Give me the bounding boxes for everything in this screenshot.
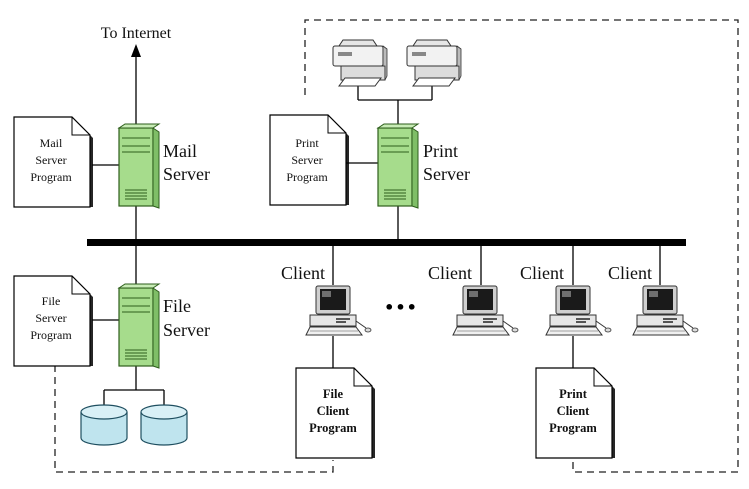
doc-line: Program — [309, 421, 357, 435]
network-bus — [87, 239, 686, 246]
client-3-label: Client — [520, 263, 564, 283]
file-server-label: File — [163, 296, 191, 316]
disk-2 — [140, 404, 188, 446]
desktop-computer-icon — [545, 285, 612, 336]
desktop-computer-icon — [632, 285, 699, 336]
file-server-label-2: Server — [163, 320, 210, 340]
print-server — [377, 123, 419, 209]
server-tower-icon — [377, 123, 419, 209]
desktop-computer-icon — [305, 285, 372, 336]
doc-line: Program — [30, 328, 72, 342]
client-computer-3 — [545, 285, 612, 336]
doc-line: Program — [286, 170, 328, 184]
doc-line: Program — [30, 170, 72, 184]
doc-line: Print — [559, 387, 588, 401]
desktop-computer-icon — [452, 285, 519, 336]
print-client-program-doc: Print Client Program — [535, 367, 616, 459]
client-computer-4 — [632, 285, 699, 336]
file-logical-link — [54, 365, 334, 473]
mail-server — [118, 123, 160, 209]
file-server-program-doc: File Server Program — [13, 275, 94, 367]
client-computer-1 — [305, 285, 372, 336]
more-clients-ellipsis: ••• — [384, 298, 418, 317]
print-logical-link — [304, 19, 739, 473]
printer-2 — [406, 39, 462, 87]
doc-line: Client — [317, 404, 350, 418]
doc-line: File — [323, 387, 344, 401]
disk-storage-icon — [80, 404, 128, 446]
printer-1 — [332, 39, 388, 87]
print-server-label: Print — [423, 141, 458, 161]
mail-server-label-2: Server — [163, 164, 210, 184]
print-server-program-doc: Print Server Program — [269, 114, 350, 206]
doc-line: Server — [35, 311, 66, 325]
client-2-label: Client — [428, 263, 472, 283]
printer-icon — [406, 39, 462, 87]
client-computer-2 — [452, 285, 519, 336]
file-server — [118, 283, 160, 369]
client-4-label: Client — [608, 263, 652, 283]
doc-line: Client — [557, 404, 590, 418]
doc-line: Program — [549, 421, 597, 435]
server-tower-icon — [118, 123, 160, 209]
client-1-label: Client — [281, 263, 325, 283]
arrow-up-icon — [131, 44, 141, 57]
disk-1 — [80, 404, 128, 446]
doc-line: Print — [295, 136, 319, 150]
disk-storage-icon — [140, 404, 188, 446]
mail-server-program-doc: Mail Server Program — [13, 116, 94, 208]
doc-line: Mail — [40, 136, 63, 150]
doc-line: File — [42, 294, 61, 308]
printer-icon — [332, 39, 388, 87]
file-client-program-doc: File Client Program — [295, 367, 376, 459]
doc-line: Server — [291, 153, 322, 167]
doc-line: Server — [35, 153, 66, 167]
server-tower-icon — [118, 283, 160, 369]
print-server-label-2: Server — [423, 164, 470, 184]
internet-label: To Internet — [101, 25, 172, 42]
mail-server-label: Mail — [163, 141, 197, 161]
